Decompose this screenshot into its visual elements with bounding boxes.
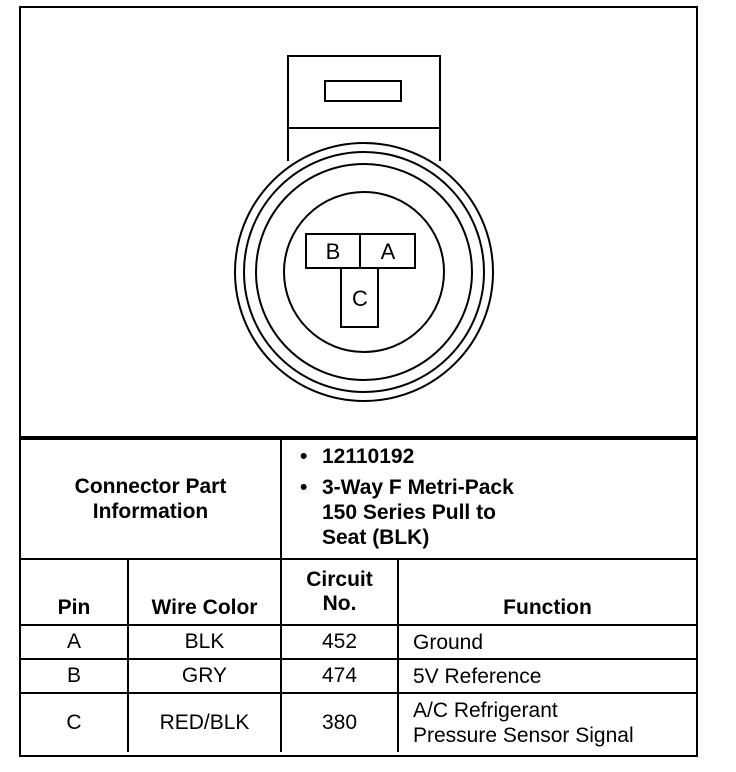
part-info-label-line1: Connector Part (74, 475, 227, 498)
table-header-row: Pin Wire Color Circuit No. Function (21, 558, 696, 626)
part-description-line2: 150 Series Pull to (322, 501, 496, 524)
pin-cell: C (21, 692, 129, 752)
wire-color-cell: GRY (127, 658, 282, 694)
wire-color-cell: BLK (127, 624, 282, 660)
wire-color-header: Wire Color (127, 558, 282, 626)
part-info-label: Connector Part Information (21, 438, 282, 560)
table-row: A BLK 452 Ground (21, 624, 696, 660)
wire-color-cell: RED/BLK (127, 692, 282, 752)
circuit-header-line1: Circuit (306, 568, 373, 591)
connector-drawing: B A C (21, 8, 696, 438)
connector-middle-ring (243, 151, 485, 393)
pin-a-label: A (381, 239, 396, 264)
part-info-row: Connector Part Information 12110192 3-Wa… (21, 438, 696, 560)
table-row: C RED/BLK 380 A/C Refrigerant Pressure S… (21, 692, 696, 752)
part-description-line3: Seat (BLK) (322, 526, 430, 549)
circuit-cell: 380 (280, 692, 399, 752)
pin-b-label: B (326, 239, 341, 264)
connector-pin-face (283, 191, 445, 353)
part-info-details: 12110192 3-Way F Metri-Pack 150 Series P… (280, 438, 696, 560)
connector-sheet: B A C Connector Part Information 1211019… (19, 6, 698, 757)
circuit-cell: 452 (280, 624, 399, 660)
connector-info-table: Connector Part Information 12110192 3-Wa… (21, 438, 696, 752)
part-description-line1: 3-Way F Metri-Pack (322, 476, 514, 499)
pin-a-cavity (359, 233, 416, 269)
circuit-cell: 474 (280, 658, 399, 694)
pin-cell: B (21, 658, 129, 694)
part-info-label-line2: Information (92, 500, 209, 523)
function-header: Function (397, 558, 696, 626)
circuit-header: Circuit No. (280, 558, 399, 626)
pin-header: Pin (21, 558, 129, 626)
connector-latch-slot (324, 80, 402, 102)
connector-inner-ring (255, 163, 473, 381)
function-cell-line1: A/C Refrigerant (413, 699, 558, 722)
connector-latch-housing (287, 55, 441, 161)
pin-cell: A (21, 624, 129, 660)
function-cell-line2: Pressure Sensor Signal (413, 724, 634, 747)
table-row: B GRY 474 5V Reference (21, 658, 696, 694)
part-description: 3-Way F Metri-Pack 150 Series Pull to Se… (300, 475, 696, 550)
connector-outer-ring (234, 142, 494, 402)
pin-c-label: C (352, 286, 368, 311)
function-cell: A/C Refrigerant Pressure Sensor Signal (397, 692, 696, 752)
pin-c-cavity (340, 267, 379, 328)
connector-face-view: B A C (234, 55, 494, 402)
function-cell: 5V Reference (397, 658, 696, 694)
function-cell: Ground (397, 624, 696, 660)
circuit-header-line2: No. (322, 592, 357, 615)
part-number: 12110192 (300, 444, 696, 469)
